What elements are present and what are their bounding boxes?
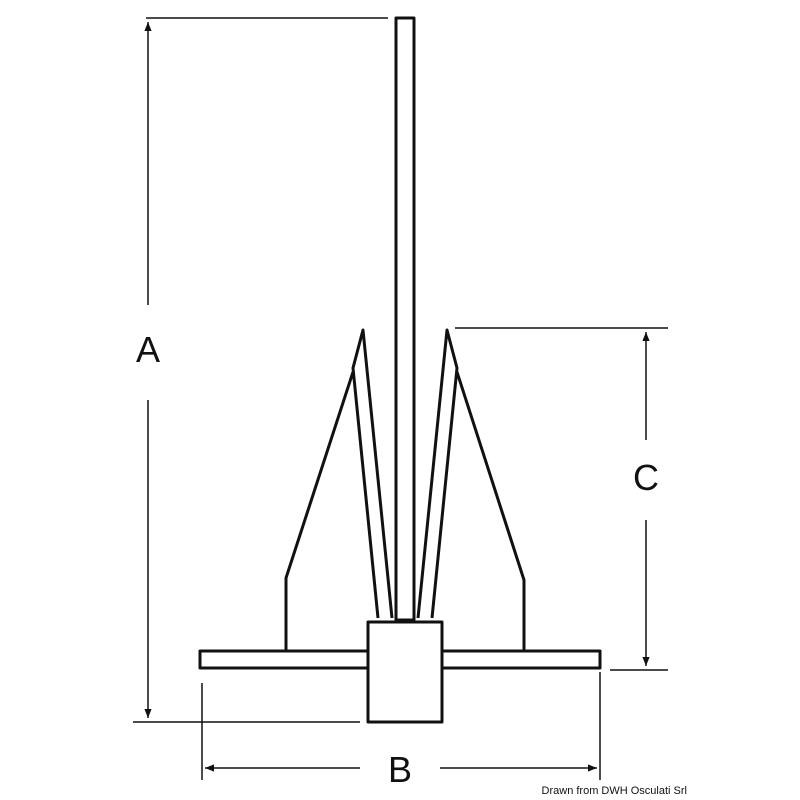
anchor-crown bbox=[366, 620, 444, 724]
dimension-a-lines bbox=[133, 17, 388, 723]
dimension-c-lines bbox=[455, 327, 668, 671]
left-fluke bbox=[284, 328, 394, 650]
credit-text: Drawn from DWH Osculati Srl bbox=[541, 785, 687, 797]
dimension-b-lines bbox=[201, 672, 601, 780]
dimension-a-label: A bbox=[135, 329, 161, 370]
dimension-b-label: B bbox=[387, 749, 413, 790]
right-fluke bbox=[416, 328, 526, 650]
anchor-shank bbox=[394, 16, 416, 622]
dimension-c-label: C bbox=[633, 457, 659, 498]
